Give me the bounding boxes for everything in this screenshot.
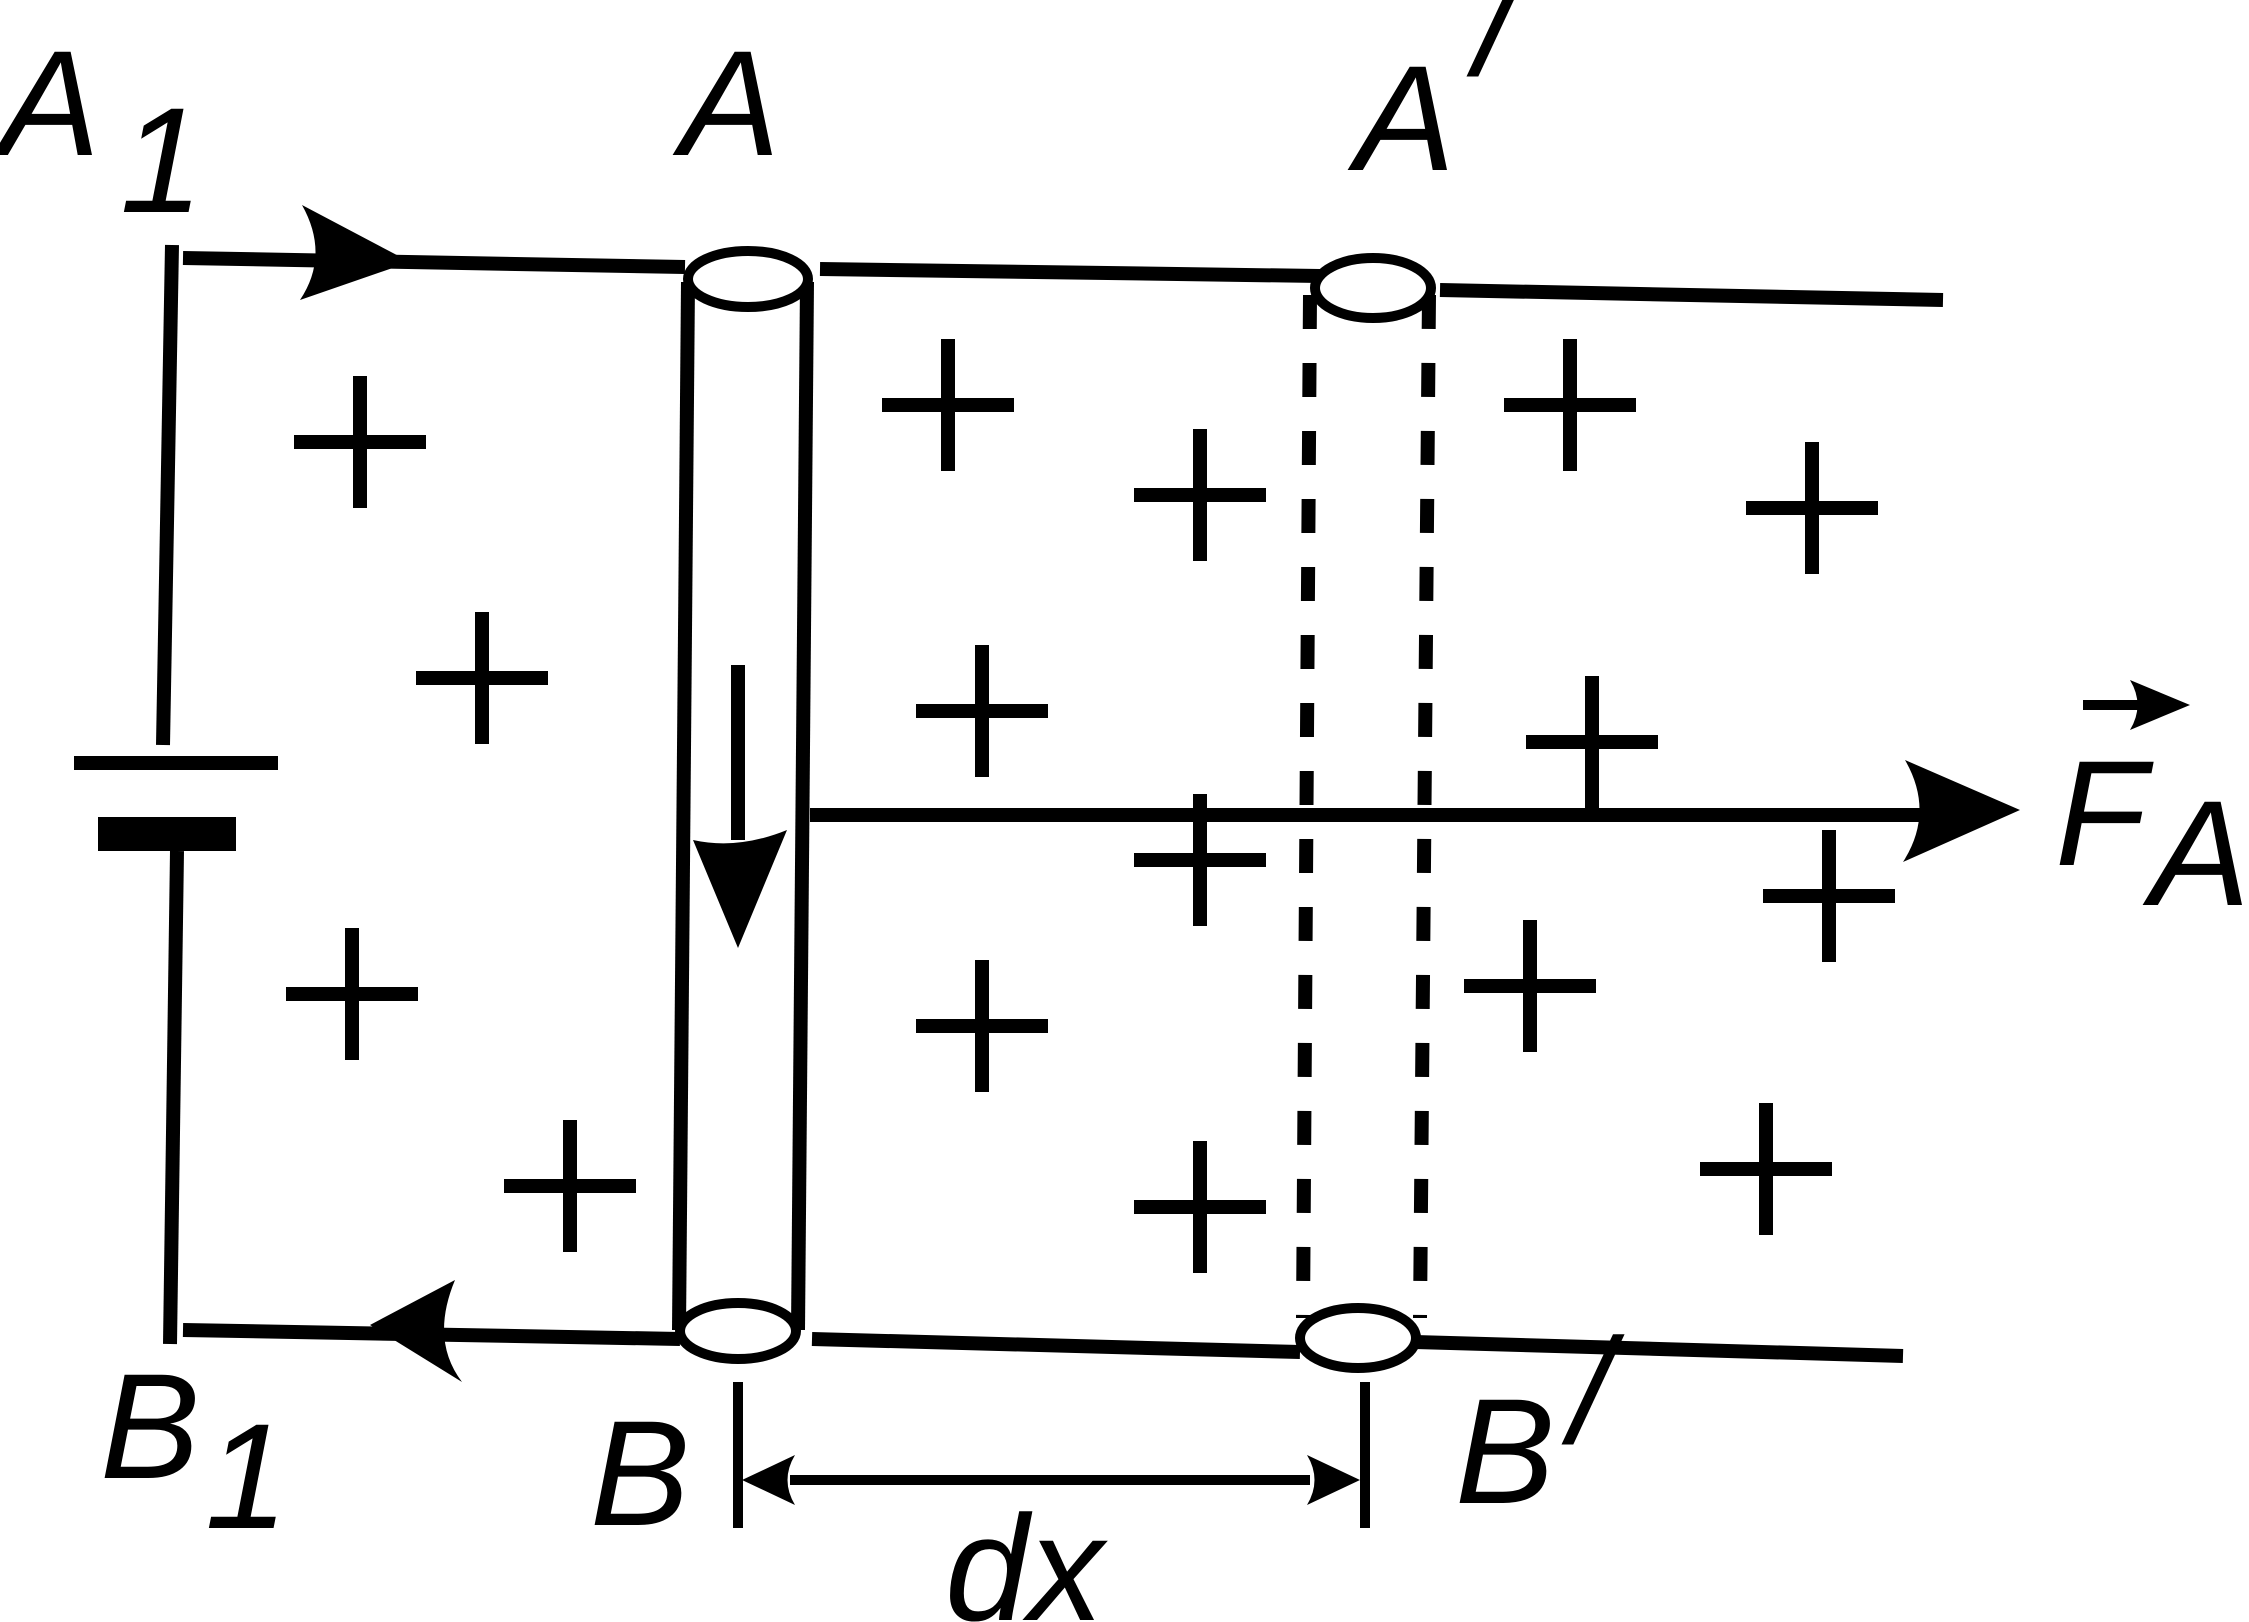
label-B-prime-mark: / — [1561, 1307, 1625, 1475]
top-rail-right — [1439, 283, 1944, 307]
rod-prime-left-edge — [1296, 294, 1317, 1319]
field-plus-mark — [1763, 830, 1895, 962]
field-plus-mark — [1746, 442, 1878, 574]
label-dx: dx — [945, 1484, 1108, 1622]
top-rail-mid — [819, 262, 1321, 283]
field-plus-mark — [882, 339, 1014, 471]
rod-bottom-end — [675, 1298, 801, 1364]
force-vector-arrow-icon — [2130, 680, 2190, 730]
left-vertical-wire-bottom — [163, 850, 184, 1345]
label-B1-subscript: 1 — [205, 1392, 288, 1560]
rod-prime-top-end — [1310, 253, 1436, 323]
label-force-subscript: A — [2142, 769, 2249, 937]
field-plus-mark — [916, 645, 1048, 777]
battery-short-plate — [98, 817, 236, 851]
field-plus-mark — [504, 1120, 636, 1252]
rod-prime-bottom-end — [1295, 1303, 1421, 1373]
label-A-prime: A — [1347, 34, 1455, 202]
bottom-rail-right — [1414, 1335, 1904, 1363]
label-A: A — [672, 19, 780, 187]
force-arrowhead-icon — [1903, 760, 2020, 862]
label-A1: A — [0, 19, 100, 187]
field-plus-mark — [916, 960, 1048, 1092]
field-plus-mark — [1526, 676, 1658, 808]
current-arrow-top-icon — [300, 205, 410, 300]
field-plus-mark — [1134, 1141, 1266, 1273]
field-plus-mark — [416, 612, 548, 744]
field-plus-mark — [294, 376, 426, 508]
label-B: B — [590, 1389, 690, 1557]
label-A1-subscript: 1 — [120, 76, 203, 244]
left-vertical-wire-top — [156, 244, 179, 746]
dx-right-arrowhead-icon — [1307, 1455, 1360, 1505]
bottom-rail-mid — [811, 1332, 1301, 1359]
rod-left-edge — [672, 281, 695, 1331]
magnetic-field-marks — [286, 339, 1895, 1273]
dx-left-arrowhead-icon — [742, 1455, 795, 1505]
label-A-prime-mark: / — [1466, 0, 1530, 107]
rod-prime-right-edge — [1413, 294, 1436, 1319]
rails — [811, 262, 1944, 1363]
field-plus-mark — [1700, 1103, 1832, 1235]
label-force-F: F — [2055, 729, 2154, 897]
force-arrow — [810, 760, 2020, 862]
force-label: F A — [2055, 680, 2249, 937]
rod-AB — [672, 246, 814, 1364]
battery-circuit — [74, 205, 686, 1382]
rod-right-edge — [791, 281, 814, 1331]
rod-top-end — [683, 246, 813, 312]
label-B1: B — [100, 1342, 200, 1510]
field-plus-mark — [1504, 339, 1636, 471]
label-B-prime: B — [1455, 1367, 1555, 1535]
field-plus-mark — [1134, 794, 1266, 926]
dx-dimension — [733, 1382, 1370, 1528]
field-plus-mark — [1134, 429, 1266, 561]
rod-current-arrow-icon — [693, 830, 787, 948]
field-plus-mark — [1464, 920, 1596, 1052]
field-plus-mark — [286, 928, 418, 1060]
rod-prime-dashed — [1295, 253, 1436, 1373]
current-arrow-bottom-icon — [370, 1280, 462, 1382]
top-feed-wire — [182, 251, 686, 274]
